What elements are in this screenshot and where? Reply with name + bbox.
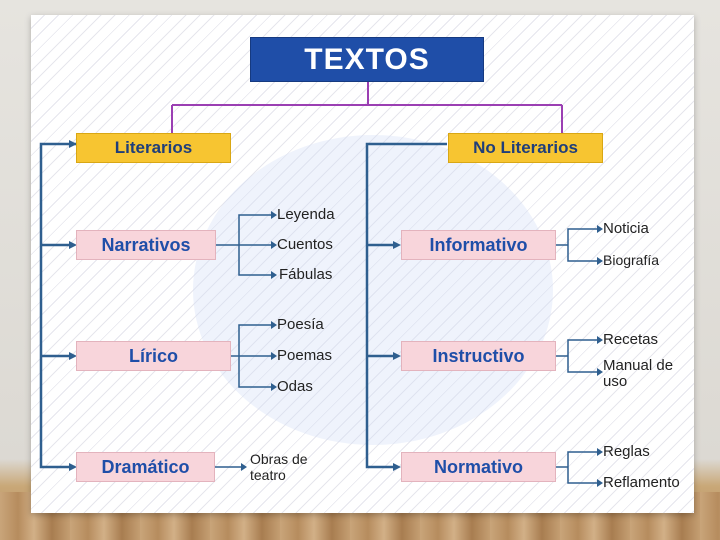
connector-lines xyxy=(31,15,694,513)
leaf-leyenda: Leyenda xyxy=(277,207,335,223)
subtype-normativo: Normativo xyxy=(401,452,556,482)
subtype-lirico: Lírico xyxy=(76,341,231,371)
leaf-biografia: Biografía xyxy=(603,252,659,268)
leaf-manual-de-uso: Manual de uso xyxy=(603,358,675,390)
leaf-fabulas: Fábulas xyxy=(279,267,332,283)
subtype-dramatico: Dramático xyxy=(76,452,215,482)
subtype-informativo: Informativo xyxy=(401,230,556,260)
leaf-reglas: Reglas xyxy=(603,444,650,460)
leaf-odas: Odas xyxy=(277,379,313,395)
leaf-poemas: Poemas xyxy=(277,348,332,364)
diagram-title: TEXTOS xyxy=(250,37,484,82)
subtype-narrativos: Narrativos xyxy=(76,230,216,260)
leaf-poesia: Poesía xyxy=(277,317,324,333)
leaf-reflamento: Reflamento xyxy=(603,475,680,491)
literarios-spine xyxy=(41,144,76,467)
category-literarios: Literarios xyxy=(76,133,231,163)
leaf-recetas: Recetas xyxy=(603,332,658,348)
category-no-literarios: No Literarios xyxy=(448,133,603,163)
leaf-noticia: Noticia xyxy=(603,221,649,237)
subtype-instructivo: Instructivo xyxy=(401,341,556,371)
leaf-cuentos: Cuentos xyxy=(277,237,333,253)
leaf-obras-de-teatro: Obras de teatro xyxy=(250,451,322,483)
diagram-board: TEXTOS Literarios No Literarios Narrativ… xyxy=(31,15,694,513)
no-literarios-spine xyxy=(367,144,447,467)
